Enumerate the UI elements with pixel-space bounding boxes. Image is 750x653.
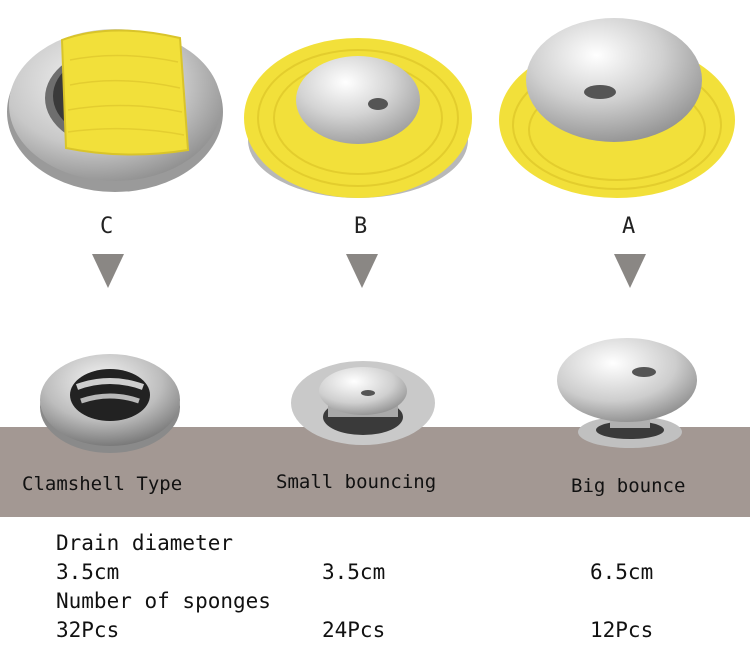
product-photo-b-drain bbox=[291, 361, 435, 445]
product-photo-c-drain bbox=[40, 354, 180, 453]
sponge-count-value-c: 32Pcs bbox=[56, 618, 120, 642]
type-label-clamshell: Clamshell Type bbox=[22, 473, 183, 495]
drain-diameter-value-c: 3.5cm bbox=[56, 560, 120, 584]
column-letter-c: C bbox=[100, 214, 114, 239]
drain-diameter-value-a: 6.5cm bbox=[590, 560, 654, 584]
sponge-count-value-a: 12Pcs bbox=[590, 618, 654, 642]
type-label-big-bounce: Big bounce bbox=[571, 475, 686, 497]
sponge-count-value-b: 24Pcs bbox=[322, 618, 386, 642]
product-photo-a-sponge bbox=[499, 18, 735, 198]
product-photo-c-sponge bbox=[7, 29, 223, 192]
down-arrow-icon bbox=[346, 254, 378, 288]
type-label-small-bouncing: Small bouncing bbox=[276, 471, 437, 493]
sponge-count-label: Number of sponges bbox=[56, 589, 271, 613]
product-photo-b-sponge bbox=[244, 38, 472, 198]
down-arrow-icon bbox=[614, 254, 646, 288]
drain-diameter-value-b: 3.5cm bbox=[322, 560, 386, 584]
column-letter-b: B bbox=[354, 214, 368, 239]
column-letter-a: A bbox=[622, 214, 636, 239]
drain-diameter-label: Drain diameter bbox=[56, 531, 234, 555]
down-arrow-icon bbox=[92, 254, 124, 288]
product-photo-a-drain bbox=[557, 338, 697, 448]
